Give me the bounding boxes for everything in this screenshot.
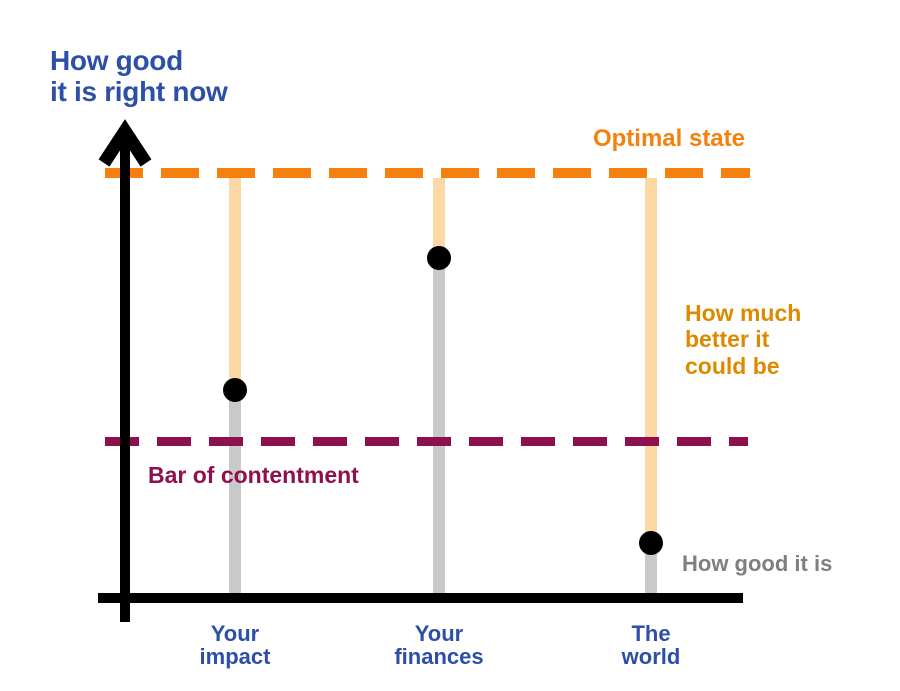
category-label: The world xyxy=(621,621,681,670)
actual-bar-segment xyxy=(645,543,657,600)
actual-bar-segment xyxy=(433,258,445,600)
bar-of-contentment-label: Bar of contentment xyxy=(148,462,359,488)
how-much-better-label: How much better it could be xyxy=(685,300,802,379)
potential-bar-segment xyxy=(433,178,445,258)
contentment-dashed-line xyxy=(105,437,748,446)
category-label: Your impact xyxy=(199,621,271,670)
value-dot xyxy=(427,246,451,270)
optimal-state-label: Optimal state xyxy=(592,125,745,152)
y-axis-arrowhead-icon xyxy=(98,119,152,167)
category-label: Your finances xyxy=(394,621,484,670)
value-dot xyxy=(223,378,247,402)
optimal-state-dashed-line xyxy=(105,168,750,178)
value-dot xyxy=(639,531,663,555)
chart-title: How good it is right now xyxy=(50,45,228,107)
potential-bar-segment xyxy=(645,178,657,543)
potential-bar-segment xyxy=(229,178,241,390)
how-good-it-is-label: How good it is xyxy=(682,551,833,576)
